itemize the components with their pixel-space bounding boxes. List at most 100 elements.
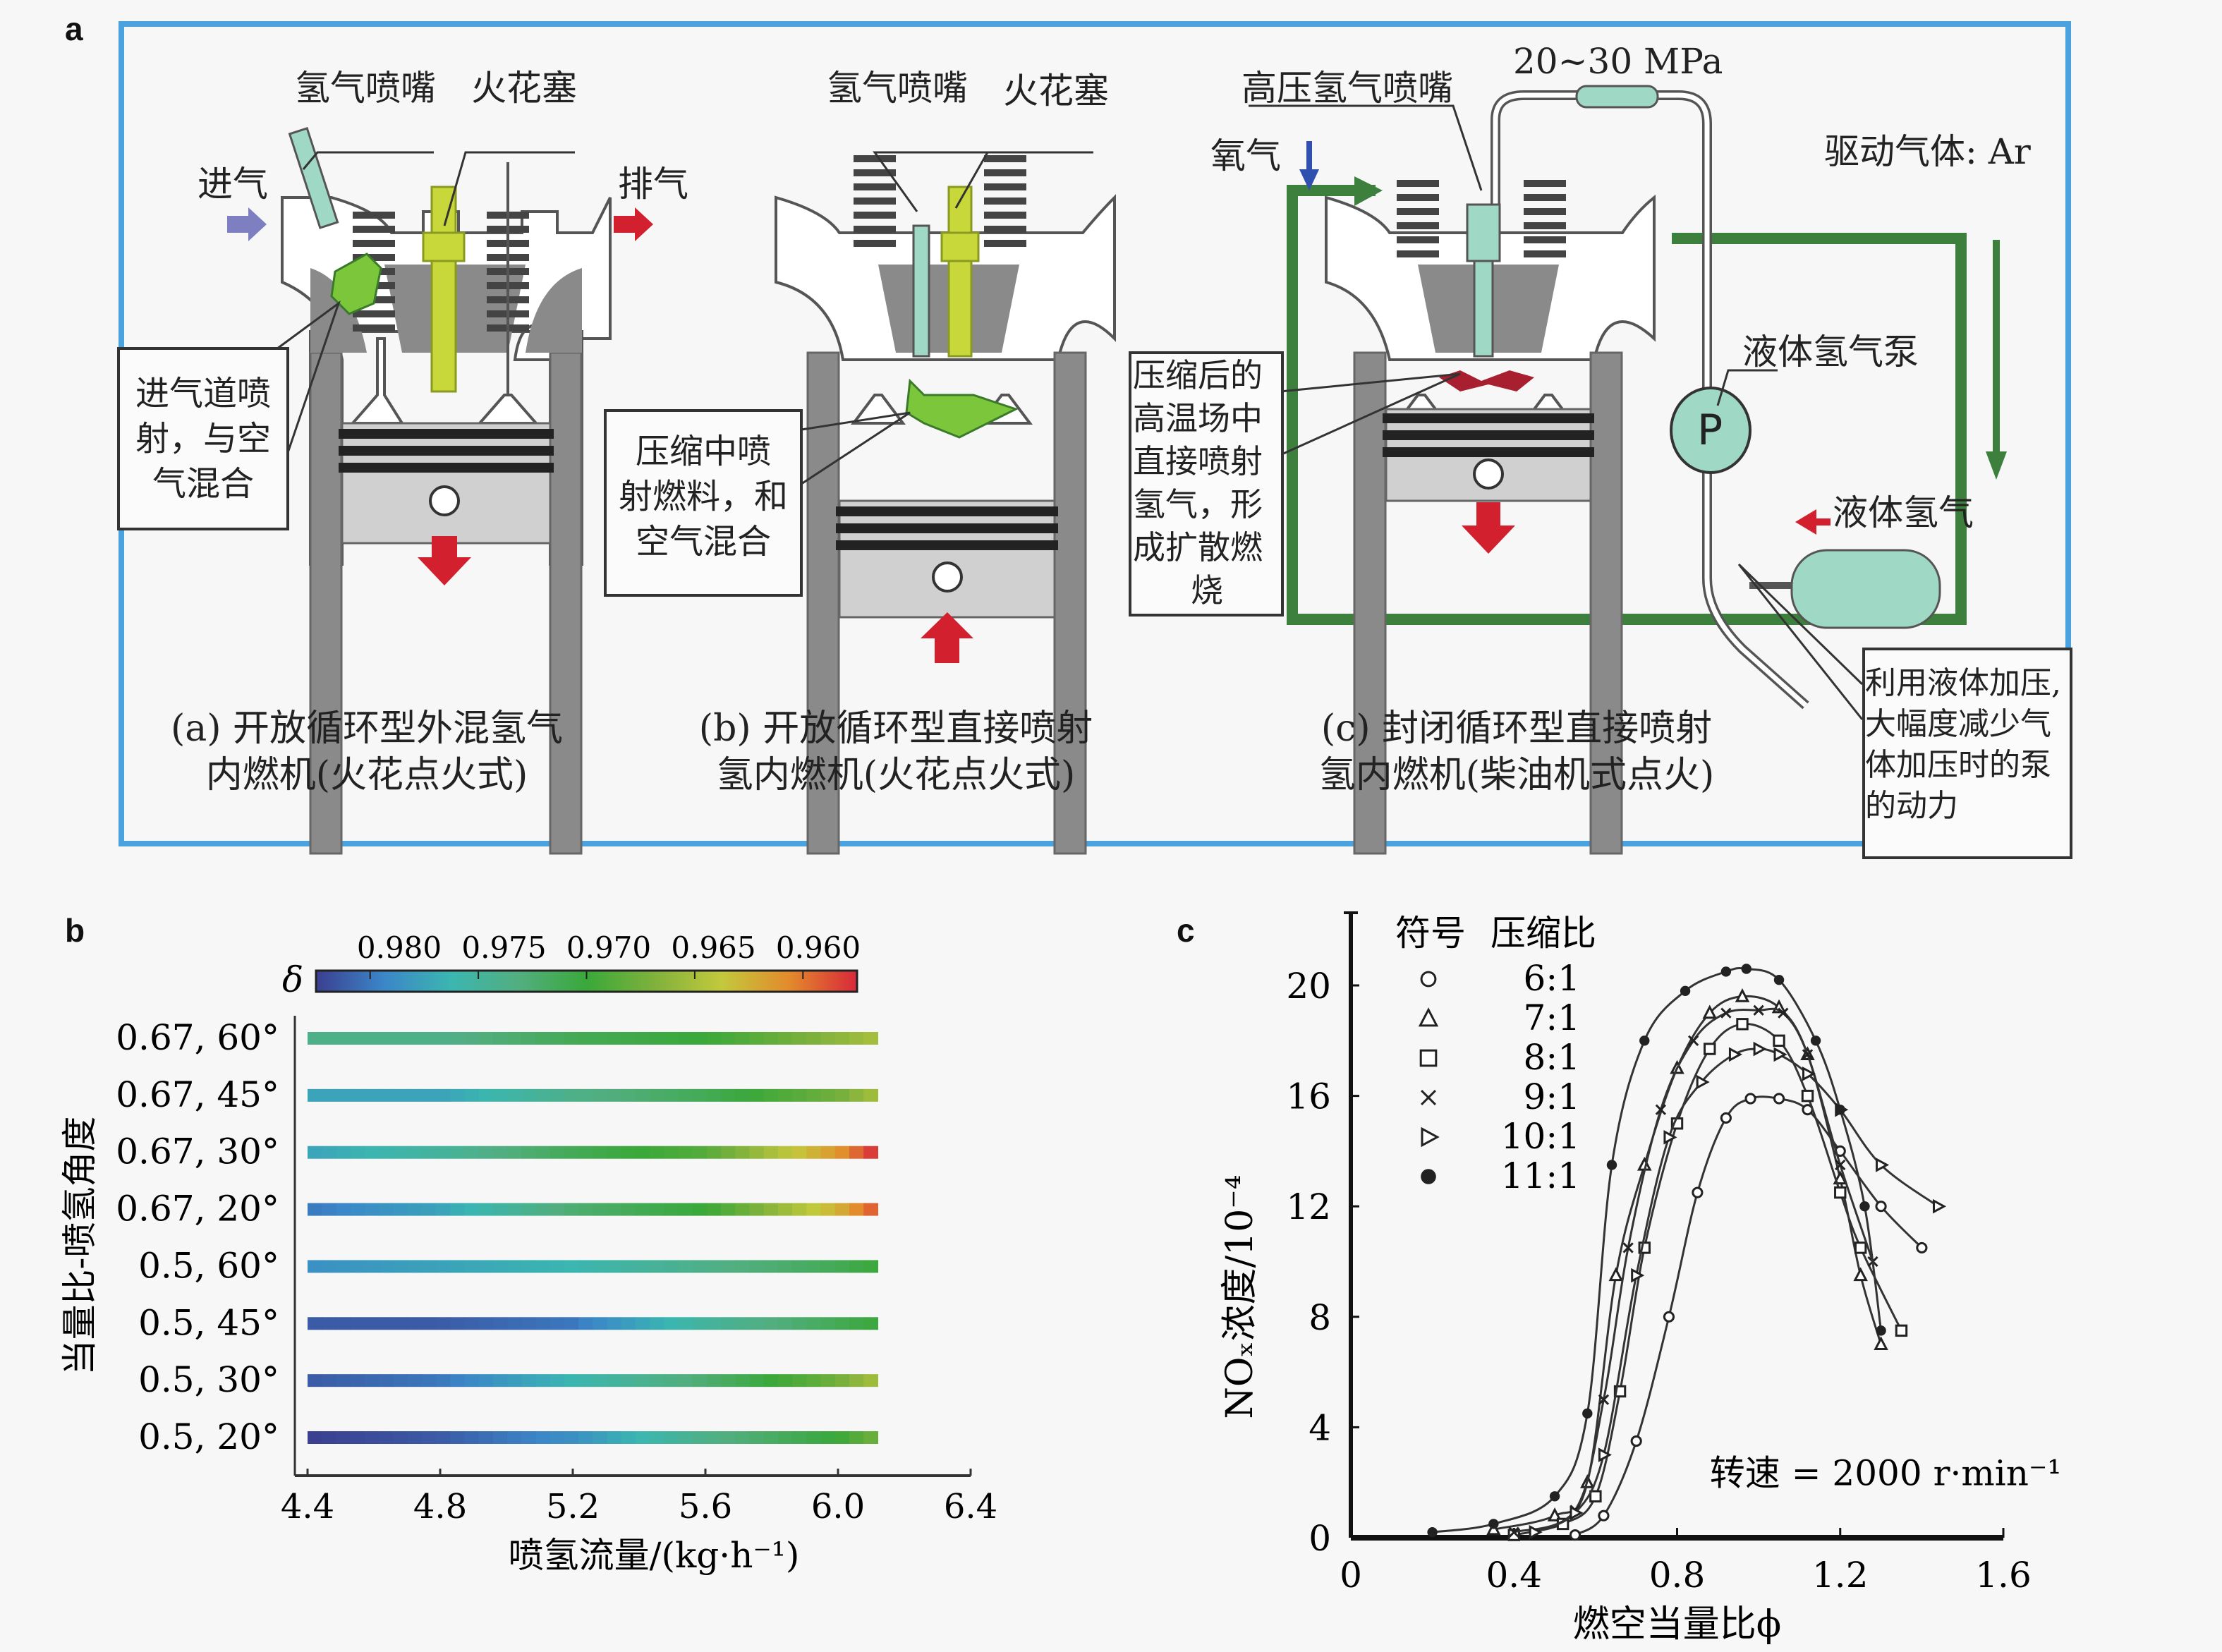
heat-cell [393, 1032, 408, 1045]
label-liquid-h2: 液体氢气 [1833, 492, 1974, 533]
heat-cell [849, 1032, 864, 1045]
heat-cell [364, 1374, 380, 1387]
heat-cell [535, 1374, 551, 1387]
heat-cell [678, 1088, 693, 1102]
heat-cell [820, 1146, 836, 1159]
heat-cell [379, 1203, 394, 1216]
heat-strip [308, 1317, 878, 1330]
heat-cell [535, 1146, 551, 1159]
series-6-1 [1569, 1093, 1928, 1541]
heat-cell [550, 1203, 565, 1216]
heat-cell [521, 1203, 536, 1216]
heat-cell [521, 1431, 536, 1444]
row-label: 0.67, 30° [116, 1131, 279, 1172]
marker-cross [1778, 1007, 1789, 1019]
heat-cell [664, 1260, 679, 1273]
label-intake: 进气 [198, 164, 268, 205]
marker-square [1736, 1018, 1749, 1031]
heat-cell [706, 1374, 722, 1387]
heat-cell [322, 1032, 337, 1045]
x-tick-label: 0.8 [1649, 1555, 1706, 1596]
spark-plug-a [430, 186, 457, 393]
heat-cell [678, 1032, 693, 1045]
marker-circle [1773, 1093, 1785, 1105]
heat-cell [777, 1431, 793, 1444]
heat-cell [322, 1317, 337, 1330]
heat-cell [593, 1088, 608, 1102]
heat-cell [706, 1431, 722, 1444]
callout-c-line: 烧 [1191, 571, 1223, 609]
heat-cell [535, 1260, 551, 1273]
label-spark-plug-a: 火花塞 [471, 68, 577, 109]
heat-cell [478, 1088, 494, 1102]
marker-triangle-right [1773, 1047, 1787, 1062]
marker-dot [1810, 1035, 1821, 1046]
heat-cell [777, 1088, 793, 1102]
marker-dot [1488, 1519, 1499, 1529]
marker-square [1834, 1186, 1847, 1199]
heat-cell [350, 1431, 365, 1444]
heat-cell [379, 1374, 394, 1387]
y-tick-label: 4 [1309, 1407, 1331, 1448]
heat-cell [336, 1203, 351, 1216]
heat-cell [806, 1203, 822, 1216]
engine-c [1249, 85, 2007, 855]
marker-triangle-right [1570, 1505, 1584, 1521]
heat-cell [421, 1317, 437, 1330]
row-label: 0.5, 20° [138, 1416, 279, 1457]
heat-cell [607, 1374, 622, 1387]
heat-cell [749, 1374, 765, 1387]
marker-cross [1508, 1526, 1519, 1538]
heat-cell [379, 1146, 394, 1159]
heat-cell [393, 1317, 408, 1330]
heat-cell [777, 1260, 793, 1273]
heat-cell [834, 1260, 850, 1273]
heat-cell [506, 1088, 522, 1102]
marker-square [1704, 1043, 1716, 1055]
legend-header-ratio: 压缩比 [1491, 913, 1596, 954]
row-label: 0.5, 60° [138, 1245, 279, 1286]
marker-cross [1753, 1004, 1764, 1016]
y-axis-label: NOₓ浓度/10⁻⁴ [1219, 1174, 1261, 1419]
heat-cell [621, 1374, 636, 1387]
marker-triangle-right [1598, 1447, 1612, 1462]
heat-cell [792, 1317, 807, 1330]
piston-down-arrow-c [1462, 502, 1515, 554]
heat-cell [820, 1203, 836, 1216]
heat-cell [749, 1032, 765, 1045]
heat-cell [322, 1374, 337, 1387]
heat-cell [635, 1088, 650, 1102]
callout-c-line: 高温场中 [1133, 399, 1263, 437]
heat-cell [863, 1374, 878, 1387]
callout-c-line: 氢气，形 [1133, 485, 1263, 523]
green-arrow-right-icon [1354, 176, 1383, 206]
heat-cell [578, 1317, 593, 1330]
marker-dot [1606, 1160, 1617, 1170]
marker-dot [1639, 1035, 1650, 1046]
marker-triangle [1608, 1267, 1624, 1282]
marker-square [1589, 1490, 1602, 1502]
heat-cell [364, 1203, 380, 1216]
heat-cell [834, 1146, 850, 1159]
caption-a-line: (a) 开放循环型外混氢气 [170, 707, 564, 750]
heat-cell [763, 1032, 779, 1045]
heat-cell [621, 1032, 636, 1045]
heat-cell [421, 1146, 437, 1159]
heat-cell [735, 1203, 751, 1216]
oxygen-arrow-icon [1299, 141, 1319, 190]
heat-cell [678, 1260, 693, 1273]
colorbar-tick-label: 0.970 [566, 930, 651, 965]
engine-a [227, 126, 653, 855]
marker-triangle [1833, 1170, 1848, 1185]
series-8-1 [1507, 1018, 1908, 1541]
marker-square [1895, 1324, 1908, 1337]
heat-cell [849, 1203, 864, 1216]
legend-label: 7:1 [1524, 997, 1580, 1038]
heat-cell [792, 1203, 807, 1216]
heat-cell [621, 1088, 636, 1102]
heat-cell [478, 1203, 494, 1216]
heat-cell [521, 1317, 536, 1330]
heat-cell [350, 1374, 365, 1387]
heat-cell [621, 1146, 636, 1159]
heat-cell [721, 1203, 736, 1216]
